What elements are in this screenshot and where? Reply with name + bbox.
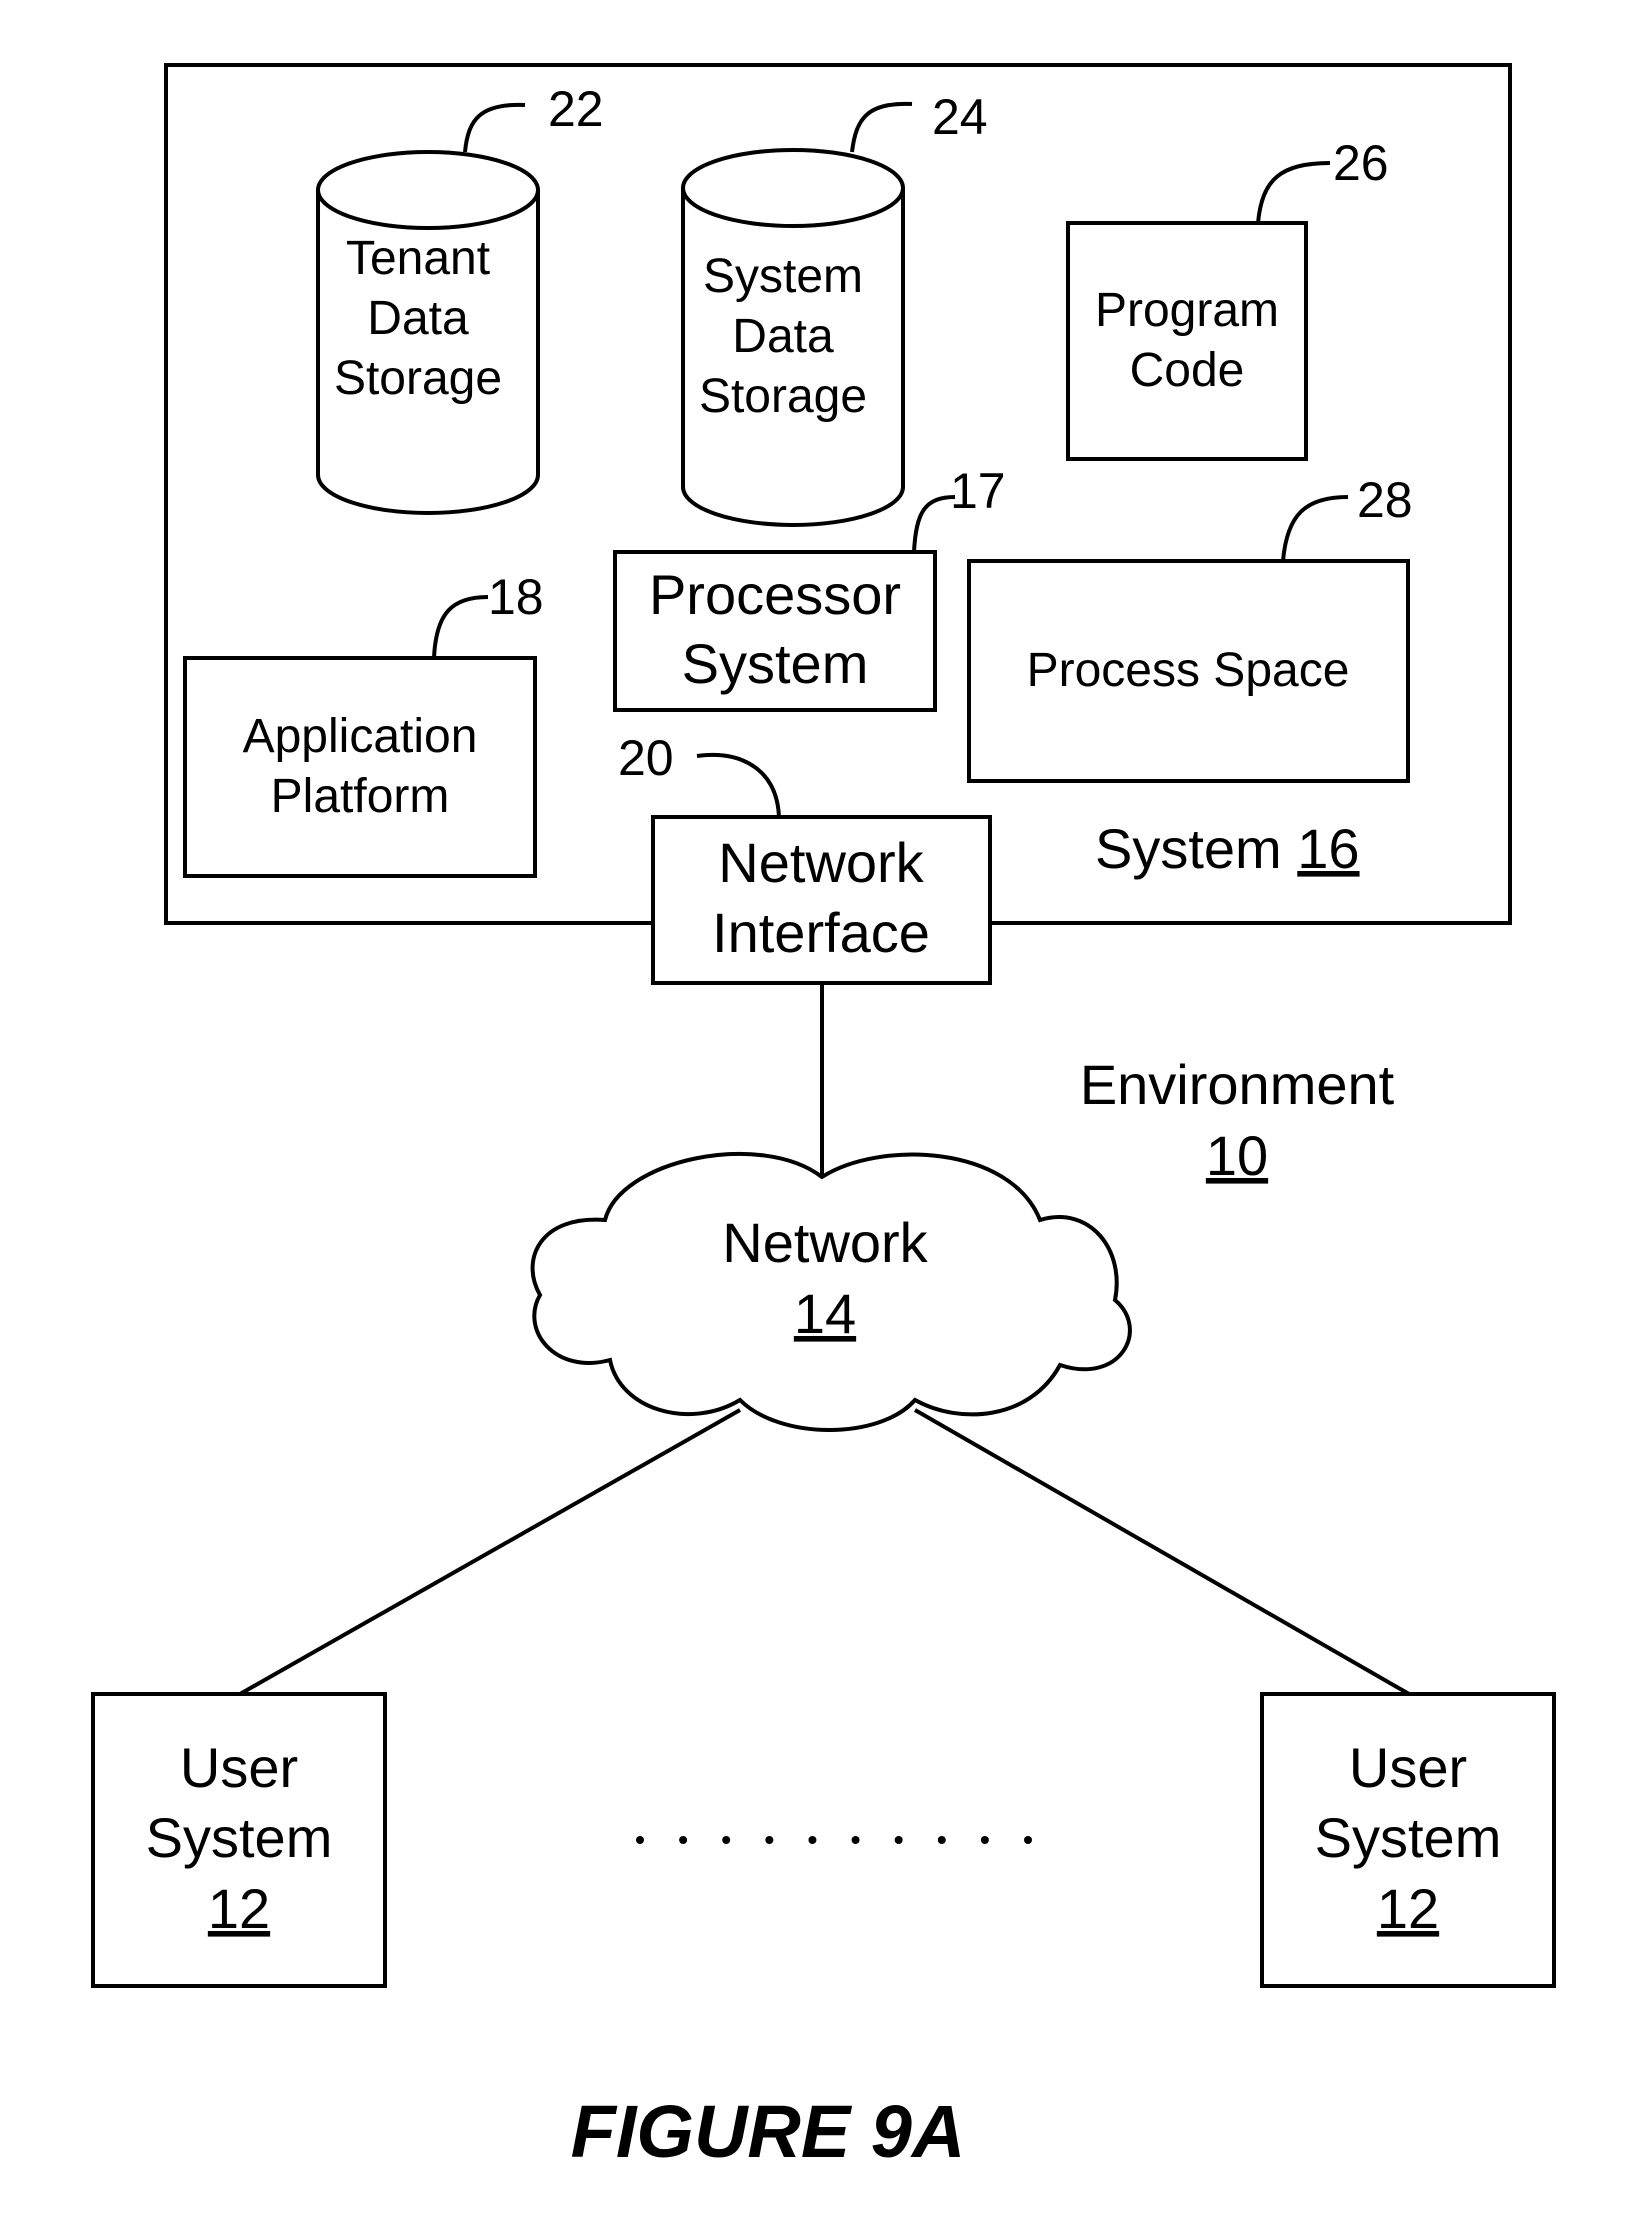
network-to-user-right-line [915,1410,1409,1694]
system-data-storage: System Data Storage [683,150,903,525]
tenant-data-storage-ref: 22 [548,81,604,137]
system-data-storage-label-1: System [703,250,863,303]
ellipsis-dots [636,1836,1032,1844]
network-label: Network [722,1211,928,1274]
network-to-user-left-line [240,1410,740,1694]
ellipsis-dot [765,1836,773,1844]
tenant-data-storage-label-1: Tenant [346,232,490,285]
user-system-right-box: User System 12 [1262,1694,1554,1986]
program-code-label-2: Code [1130,344,1245,397]
user-system-right-label-1: User [1349,1736,1467,1799]
user-system-left-label-1: User [180,1736,298,1799]
program-code-ref: 26 [1333,135,1389,191]
application-platform-ref: 18 [488,569,544,625]
user-system-left-ref: 12 [208,1877,270,1940]
system-data-storage-ref: 24 [932,89,988,145]
application-platform-label-1: Application [243,710,478,763]
ellipsis-dot [981,1836,989,1844]
environment-label: Environment [1080,1053,1395,1116]
network-ref: 14 [794,1282,856,1345]
ellipsis-dot [1024,1836,1032,1844]
user-system-left-box: User System 12 [93,1694,385,1986]
program-code-box: Program Code [1068,223,1306,459]
ellipsis-dot [895,1836,903,1844]
network-interface-box: Network Interface [653,817,990,983]
figure-title: FIGURE 9A [571,2090,966,2173]
network-interface-label-2: Interface [712,901,930,964]
ellipsis-dot [722,1836,730,1844]
ellipsis-dot [938,1836,946,1844]
tenant-data-storage-label-3: Storage [334,352,502,405]
user-system-right-label-2: System [1315,1806,1502,1869]
application-platform-label-2: Platform [271,770,450,823]
network-interface-ref: 20 [618,730,674,786]
user-system-left-label-2: System [146,1806,333,1869]
processor-system-box: Processor System [615,552,935,710]
tenant-data-storage: Tenant Data Storage [318,152,538,513]
user-system-right-ref: 12 [1377,1877,1439,1940]
system-label: System 16 [1095,817,1360,880]
network-interface-label-1: Network [718,831,924,894]
ellipsis-dot [636,1836,644,1844]
processor-system-ref: 17 [950,463,1006,519]
environment-ref: 10 [1206,1124,1268,1187]
application-platform-box: Application Platform [185,658,535,876]
ellipsis-dot [852,1836,860,1844]
process-space-ref: 28 [1357,472,1413,528]
tenant-data-storage-label-2: Data [367,292,469,345]
process-space-label: Process Space [1027,644,1350,697]
system-ref: 16 [1297,817,1359,880]
process-space-box: Process Space [969,561,1408,781]
ellipsis-dot [808,1836,816,1844]
network-cloud: Network 14 [533,1154,1130,1430]
system-label-text: System [1095,817,1297,880]
processor-system-label-2: System [682,632,869,695]
processor-system-label-1: Processor [649,563,901,626]
program-code-label-1: Program [1095,284,1279,337]
ellipsis-dot [679,1836,687,1844]
system-data-storage-label-2: Data [732,310,834,363]
system-data-storage-label-3: Storage [699,370,867,423]
